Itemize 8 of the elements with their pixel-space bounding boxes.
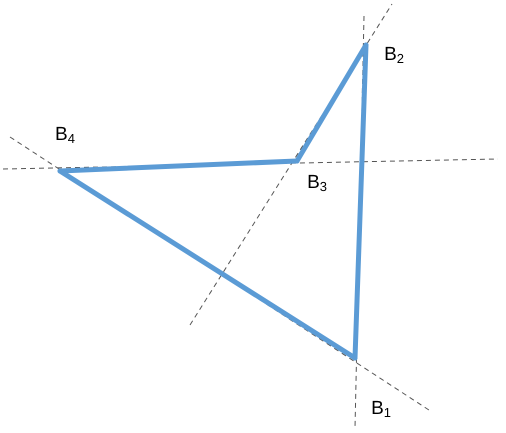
polygon-side <box>294 42 368 164</box>
polygon-side <box>58 168 358 360</box>
vertex-label: B$_{4}$ <box>55 124 75 148</box>
vertex-label: B$_{2}$ <box>384 44 404 68</box>
vertex-label: B$_{1}$ <box>371 398 391 422</box>
vertex-label: B$_{3}$ <box>307 172 327 196</box>
polygon-side <box>58 158 300 174</box>
polygon-side <box>352 42 368 360</box>
